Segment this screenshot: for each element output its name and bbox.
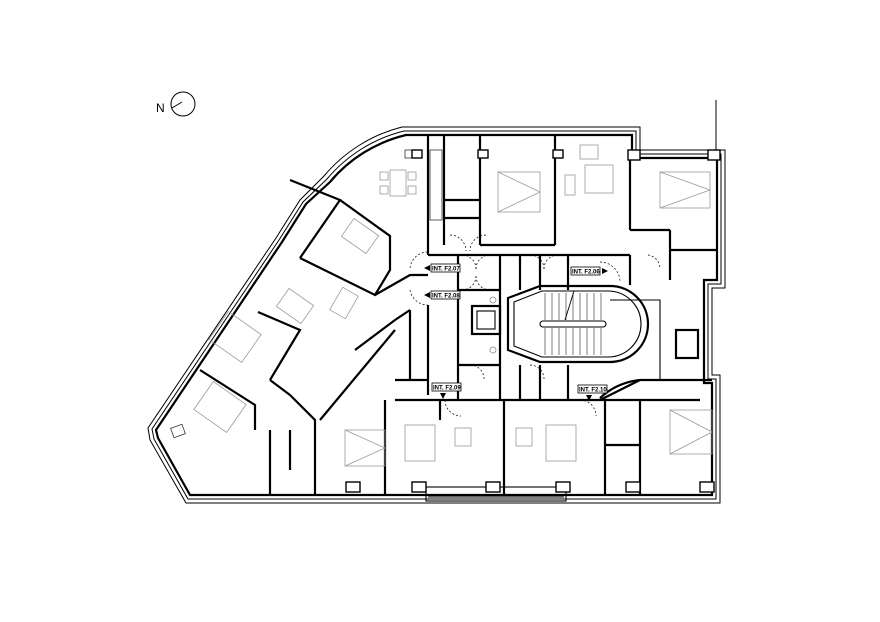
columns [345,149,721,493]
furniture [170,144,713,467]
wheelchair-icon [489,296,497,354]
compass-label: N [156,101,165,115]
elevator [470,304,502,336]
svg-text:INT. F2.09: INT. F2.09 [433,386,461,392]
unit-label-f210: INT. F2.10 [577,384,608,401]
building-outline [147,100,726,504]
stair-treads [544,290,602,355]
svg-text:INT. F2.06: INT. F2.06 [572,270,600,276]
unit-label-f207: INT. F2.07 [424,263,461,273]
svg-text:INT. F2.10: INT. F2.10 [579,388,607,394]
svg-text:INT. F2.08: INT. F2.08 [432,294,460,300]
stair-core [470,284,700,399]
unit-label-f206: INT. F2.06 [570,266,608,276]
unit-label-f208: INT. F2.08 [424,290,461,300]
north-arrow-icon: N [156,91,196,117]
svg-text:INT. F2.07: INT. F2.07 [432,267,460,273]
unit-label-f209: INT. F2.09 [431,382,462,399]
doors [409,234,661,417]
